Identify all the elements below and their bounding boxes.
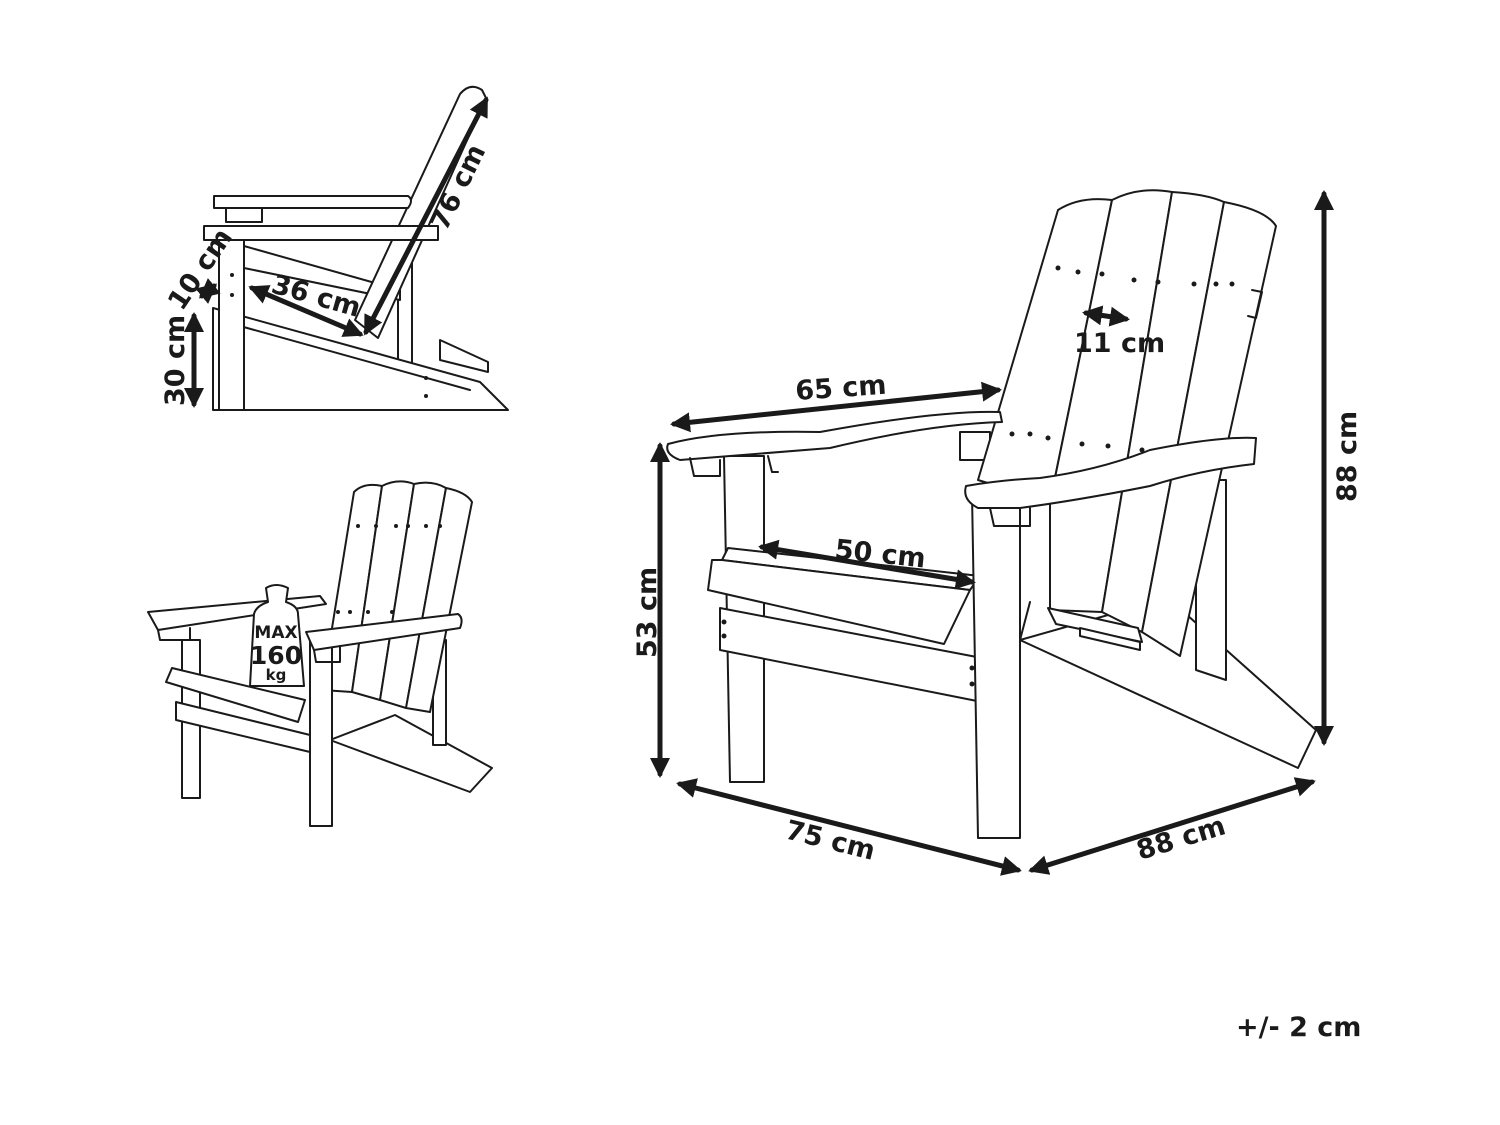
depth-arrow bbox=[1028, 777, 1316, 875]
badge-unit: kg bbox=[266, 666, 287, 684]
armrest-right bbox=[964, 436, 1257, 509]
perspective-small-chair bbox=[147, 480, 493, 827]
armrest-side bbox=[203, 225, 439, 241]
back-slat-4 bbox=[1141, 201, 1277, 657]
side-view-dimensions bbox=[184, 96, 489, 408]
side-view-chair bbox=[203, 85, 509, 411]
badge-value: 160 bbox=[250, 641, 302, 670]
slat-width-arrow bbox=[1082, 305, 1130, 327]
armrest-length-arrow bbox=[670, 381, 1002, 433]
front-leg-right bbox=[971, 493, 1021, 839]
main-chair bbox=[666, 189, 1317, 839]
tolerance-note: +/- 2 cm bbox=[1236, 1012, 1362, 1043]
label-armrest-height: 53 cm bbox=[632, 567, 663, 658]
backrest-length-arrow bbox=[363, 96, 489, 336]
seat-width-arrow bbox=[758, 539, 976, 590]
label-seat-height: 30 cm bbox=[160, 315, 191, 406]
seat-angle-arrow bbox=[195, 278, 221, 304]
backrest-side bbox=[354, 85, 487, 339]
label-armrest-length: 65 cm bbox=[794, 370, 887, 407]
main-dimensions bbox=[650, 190, 1334, 876]
weight-icon bbox=[249, 584, 305, 687]
label-total-height: 88 cm bbox=[1332, 411, 1363, 502]
seat-depth-arrow bbox=[248, 285, 364, 337]
badge-max: MAX bbox=[254, 623, 297, 643]
width-arrow bbox=[676, 778, 1022, 876]
label-slat-width: 11 cm bbox=[1074, 328, 1165, 359]
label-depth: 88 cm bbox=[1133, 810, 1229, 866]
